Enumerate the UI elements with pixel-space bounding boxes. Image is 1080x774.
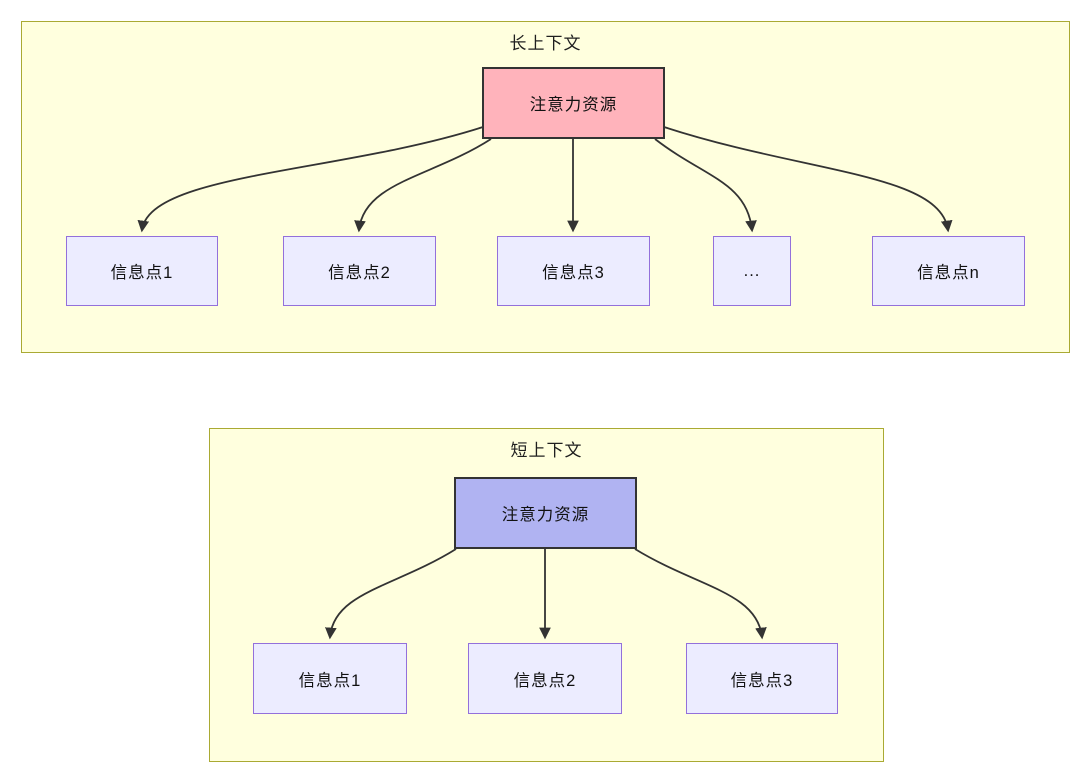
short-info-node-2: 信息点2 bbox=[468, 643, 622, 714]
short-info-node-3: 信息点3 bbox=[686, 643, 838, 714]
long-info-node-ellipsis: ... bbox=[713, 236, 791, 306]
attention-resource-box-short: 注意力资源 bbox=[454, 477, 637, 549]
short-context-title: 短上下文 bbox=[510, 441, 583, 460]
short-info-node-1: 信息点1 bbox=[253, 643, 407, 714]
long-context-title: 长上下文 bbox=[509, 34, 582, 53]
long-info-node-n: 信息点n bbox=[872, 236, 1025, 306]
attention-resource-box-long: 注意力资源 bbox=[482, 67, 665, 139]
long-info-node-2: 信息点2 bbox=[283, 236, 436, 306]
long-info-node-3: 信息点3 bbox=[497, 236, 650, 306]
long-info-node-1: 信息点1 bbox=[66, 236, 218, 306]
